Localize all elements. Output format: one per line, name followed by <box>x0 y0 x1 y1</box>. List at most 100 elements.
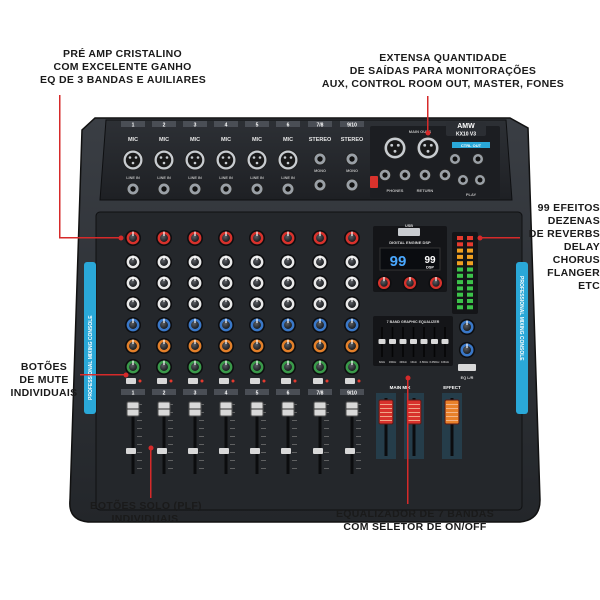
channel-knob[interactable] <box>344 359 360 375</box>
knob-cap <box>222 342 230 350</box>
solo-button[interactable] <box>281 448 291 454</box>
channel-knob[interactable] <box>187 317 203 333</box>
knob-cap <box>222 234 230 242</box>
mute-button[interactable] <box>250 378 260 384</box>
fader-track <box>318 402 322 474</box>
mute-button[interactable] <box>157 378 167 384</box>
channel-knob[interactable] <box>187 338 203 354</box>
channel-knob[interactable] <box>156 338 172 354</box>
channel-knob[interactable] <box>249 317 265 333</box>
eq-slider[interactable] <box>420 339 428 344</box>
usb-port[interactable] <box>398 228 420 236</box>
channel-knob[interactable] <box>187 296 203 312</box>
channel-knob[interactable] <box>125 338 141 354</box>
channel-knob[interactable] <box>280 317 296 333</box>
power-switch[interactable] <box>370 176 378 188</box>
channel-knob[interactable] <box>125 254 141 270</box>
main-out-l-inner <box>387 140 403 156</box>
phones-knob[interactable] <box>458 341 476 359</box>
solo-button[interactable] <box>345 448 355 454</box>
channel-knob[interactable] <box>187 254 203 270</box>
dsp-knob[interactable] <box>428 275 444 291</box>
channel-knob[interactable] <box>344 338 360 354</box>
channel-knob[interactable] <box>218 359 234 375</box>
channel-knob[interactable] <box>125 296 141 312</box>
channel-knob[interactable] <box>156 317 172 333</box>
channel-knob[interactable] <box>280 338 296 354</box>
aux-master-knob[interactable] <box>458 318 476 336</box>
channel-knob[interactable] <box>280 254 296 270</box>
line-in-label: LINE IN <box>157 176 171 180</box>
mute-button[interactable] <box>126 378 136 384</box>
channel-knob[interactable] <box>125 317 141 333</box>
channel-knob[interactable] <box>218 230 234 246</box>
mute-button[interactable] <box>188 378 198 384</box>
channel-knob[interactable] <box>125 275 141 291</box>
solo-button[interactable] <box>157 448 167 454</box>
channel-knob[interactable] <box>218 317 234 333</box>
dsp-knob[interactable] <box>402 275 418 291</box>
channel-knob[interactable] <box>187 275 203 291</box>
solo-button[interactable] <box>313 448 323 454</box>
channel-knob[interactable] <box>156 296 172 312</box>
channel-knob[interactable] <box>280 230 296 246</box>
dsp-knob[interactable] <box>376 275 392 291</box>
eq-slider[interactable] <box>431 339 438 344</box>
channel-knob[interactable] <box>312 359 328 375</box>
pointer-outputs-v <box>427 96 429 132</box>
channel-knob[interactable] <box>344 275 360 291</box>
mute-button[interactable] <box>345 378 355 384</box>
mute-button[interactable] <box>313 378 323 384</box>
channel-knob[interactable] <box>249 296 265 312</box>
mute-button[interactable] <box>281 378 291 384</box>
channel-knob[interactable] <box>249 359 265 375</box>
channel-knob[interactable] <box>187 230 203 246</box>
fader-tick <box>230 436 235 437</box>
channel-knob[interactable] <box>218 275 234 291</box>
channel-knob[interactable] <box>344 296 360 312</box>
channel-knob[interactable] <box>312 275 328 291</box>
channel-knob[interactable] <box>344 230 360 246</box>
knob-cap <box>253 342 261 350</box>
solo-button[interactable] <box>126 448 136 454</box>
channel-knob[interactable] <box>312 296 328 312</box>
channel-knob[interactable] <box>280 359 296 375</box>
eq-slider[interactable] <box>441 339 449 344</box>
channel-knob[interactable] <box>156 275 172 291</box>
channel-knob[interactable] <box>312 338 328 354</box>
knob-indicator <box>351 255 353 261</box>
channel-knob[interactable] <box>125 359 141 375</box>
channel-knob[interactable] <box>312 317 328 333</box>
channel-knob[interactable] <box>249 254 265 270</box>
channel-knob[interactable] <box>344 254 360 270</box>
channel-knob[interactable] <box>312 230 328 246</box>
channel-knob[interactable] <box>312 254 328 270</box>
eq-slider[interactable] <box>378 339 386 344</box>
solo-button[interactable] <box>250 448 260 454</box>
channel-knob[interactable] <box>249 230 265 246</box>
channel-knob[interactable] <box>280 296 296 312</box>
eq-slider[interactable] <box>399 339 407 344</box>
solo-button[interactable] <box>188 448 198 454</box>
eq-slider[interactable] <box>389 339 396 344</box>
mute-button[interactable] <box>219 378 229 384</box>
channel-knob[interactable] <box>218 254 234 270</box>
channel-knob[interactable] <box>280 275 296 291</box>
fader-track <box>286 402 290 474</box>
eq-on-off-button[interactable] <box>458 364 476 371</box>
channel-knob[interactable] <box>344 317 360 333</box>
stereo-input-r-hole <box>349 182 355 188</box>
fader-tick <box>292 444 297 445</box>
knob-indicator <box>287 255 289 261</box>
eq-slider[interactable] <box>410 339 417 344</box>
channel-knob[interactable] <box>218 296 234 312</box>
channel-knob[interactable] <box>156 230 172 246</box>
channel-knob[interactable] <box>218 338 234 354</box>
solo-button[interactable] <box>219 448 229 454</box>
channel-knob[interactable] <box>156 254 172 270</box>
channel-knob[interactable] <box>249 338 265 354</box>
channel-knob[interactable] <box>156 359 172 375</box>
channel-knob[interactable] <box>125 230 141 246</box>
channel-knob[interactable] <box>249 275 265 291</box>
channel-knob[interactable] <box>187 359 203 375</box>
